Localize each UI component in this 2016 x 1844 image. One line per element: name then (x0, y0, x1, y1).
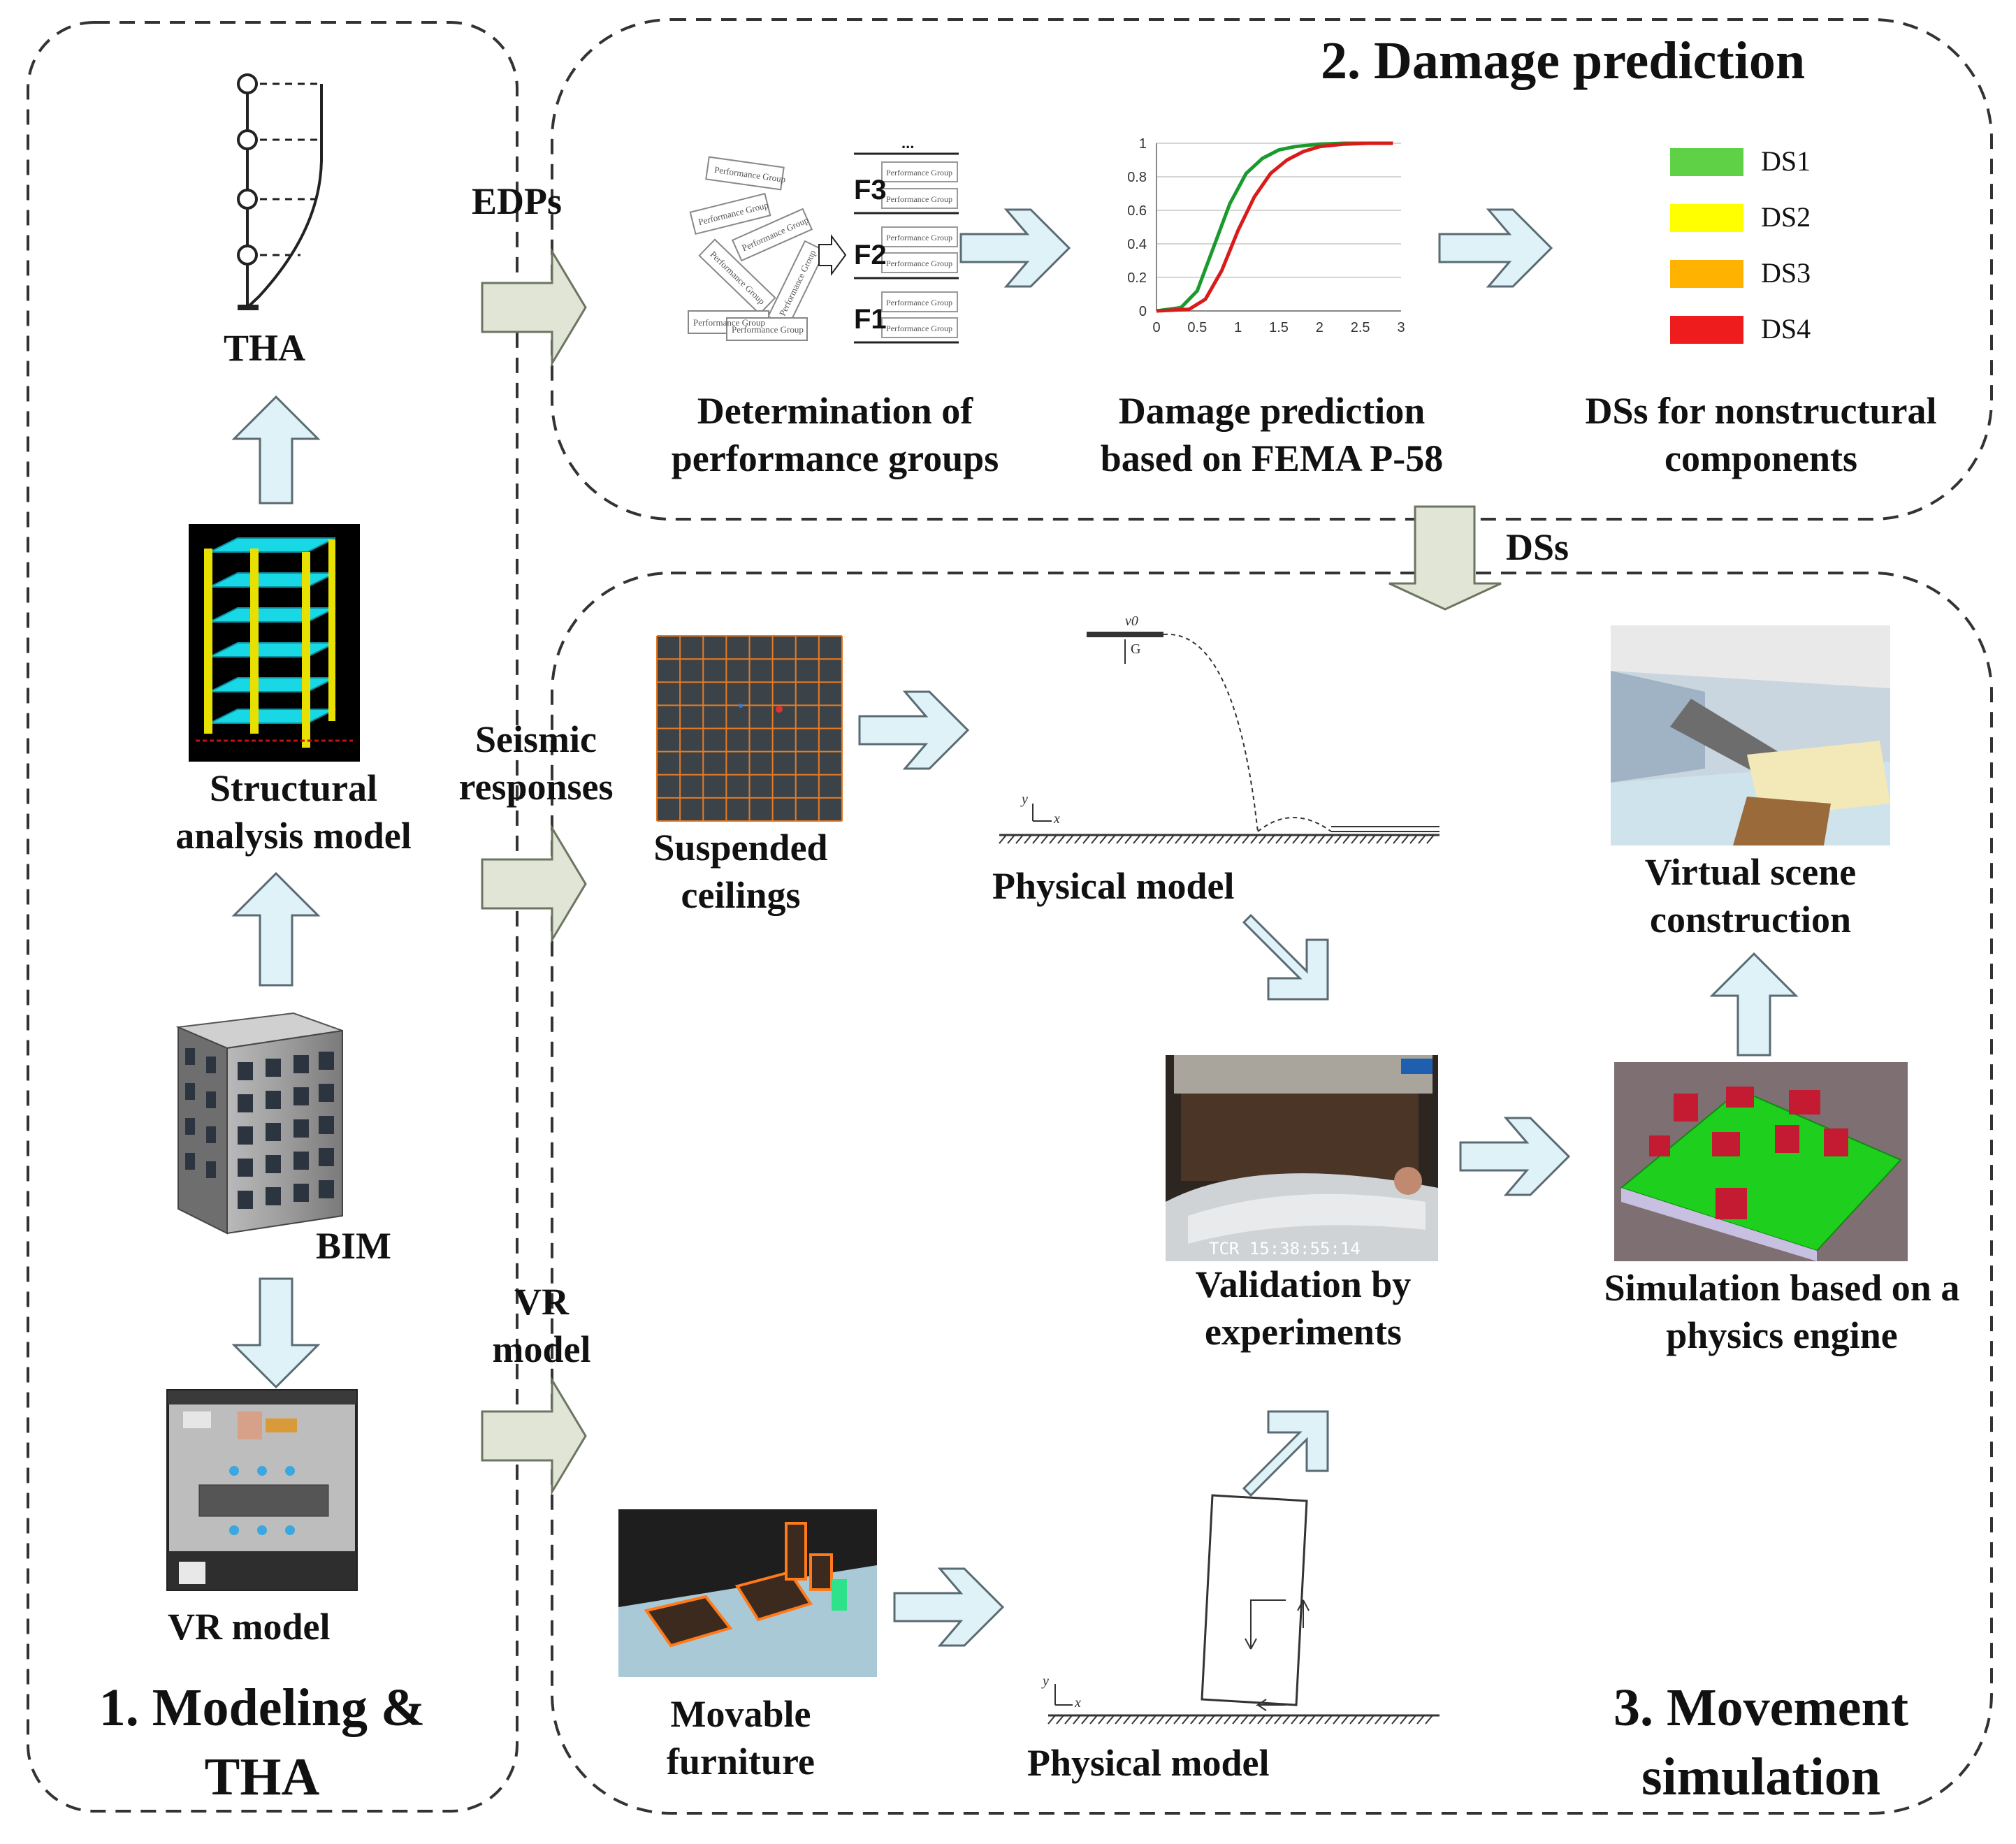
arrow-edps (481, 247, 587, 368)
label-tha: THA (224, 327, 306, 369)
structural-model-image (189, 524, 360, 762)
perf-card-text: Performance Group (693, 317, 765, 328)
floor-group-boxes (881, 161, 958, 338)
floor-card-text: Performance Group (886, 259, 952, 268)
ds-legend-label: DS3 (1761, 257, 1811, 289)
floor-label-f1: F1 (854, 304, 887, 335)
arrow-diag-down-to-validation (1242, 913, 1329, 1001)
physical-model-bottom (1047, 1494, 1440, 1725)
chart-x-tick: 0.5 (1187, 320, 1207, 335)
chart-x-tick: 2 (1316, 320, 1324, 335)
chart-y-tick: 0.4 (1127, 237, 1147, 252)
label-edps: EDPs (472, 180, 563, 222)
chart-y-tick: 0 (1139, 304, 1147, 319)
arrow-right-to-physical-bottom (893, 1567, 1005, 1647)
chart-y-tick: 0.2 (1127, 270, 1147, 286)
arrow-vr (481, 1376, 587, 1496)
section-modeling-border (27, 21, 518, 1813)
arrow-seismic (481, 824, 587, 944)
v0-label: v0 (1125, 614, 1138, 629)
floor-ellipsis: ... (901, 134, 914, 152)
label-movable-furniture: Movable furniture (667, 1693, 815, 1783)
vr-model-image (166, 1389, 358, 1591)
label-vr-model: VR model (168, 1606, 331, 1648)
axis-y-label-bottom: y (1041, 1674, 1049, 1689)
chart-series-line-2 (1156, 141, 1393, 313)
arrow-right-to-physics-engine (1459, 1117, 1571, 1196)
ds-swatch-ds3 (1670, 260, 1743, 288)
ds-legend-label: DS1 (1761, 145, 1811, 177)
arrow-up-to-tha (231, 395, 321, 504)
tha-diagram (237, 73, 323, 310)
floor-stacks (854, 152, 959, 344)
fema-fragility-chart: 0 0.2 0.4 0.6 0.8 1 0 0.5 1 1.5 2 2.5 3 (1127, 136, 1405, 335)
label-validation: Validation by experiments (1195, 1263, 1412, 1353)
floor-label-f2: F2 (854, 240, 887, 270)
performance-group-cards (688, 156, 827, 341)
chart-y-tick: 0.8 (1127, 170, 1147, 185)
ds-swatch-ds1 (1670, 148, 1743, 176)
validation-experiment-image: TCR 15:38:55:14 (1166, 1055, 1438, 1261)
movable-furniture-image (618, 1509, 877, 1677)
arrow-dss (1388, 505, 1502, 611)
floor-label-f3: F3 (854, 175, 887, 205)
arrow-right-to-chart (959, 208, 1071, 288)
label-physical-model-bottom: Physical model (1027, 1742, 1270, 1784)
chart-y-tick: 1 (1139, 136, 1147, 152)
small-hollow-arrow (818, 233, 847, 277)
label-ds-nonstructural: DSs for nonstructural components (1585, 390, 1937, 479)
ds-swatch-ds4 (1670, 316, 1743, 344)
label-performance-groups: Determination of performance groups (671, 390, 999, 479)
physical-model-top (999, 632, 1440, 844)
section-title-damage: 2. Damage prediction (1321, 31, 1806, 90)
chart-x-tick: 1.5 (1269, 320, 1289, 335)
label-dss: DSs (1506, 526, 1569, 568)
arrow-down-to-vr (231, 1277, 321, 1389)
axis-x-label-top: x (1053, 811, 1060, 827)
floor-card-text: Performance Group (886, 324, 952, 333)
section-title-movement: 3. Movement simulation (1613, 1678, 1909, 1806)
perf-card-text: Performance Group (708, 249, 767, 306)
label-virtual-scene: Virtual scene construction (1644, 851, 1857, 941)
chart-y-tick: 0.6 (1127, 203, 1147, 219)
arrow-right-to-ds (1438, 208, 1553, 288)
suspended-ceiling-image (656, 635, 843, 822)
label-structural-model: Structural analysis model (175, 767, 412, 857)
floor-card-text: Performance Group (886, 168, 952, 177)
section-title-modeling: 1. Modeling & THA (99, 1678, 426, 1806)
axis-y-label-top: y (1020, 792, 1028, 807)
ds-swatch-ds2 (1670, 204, 1743, 232)
timestamp-overlay: TCR 15:38:55:14 (1209, 1239, 1361, 1258)
label-bim: BIM (316, 1225, 391, 1267)
label-vr-model-flow: VR model (492, 1281, 591, 1370)
label-simulation: Simulation based on a physics engine (1604, 1267, 1960, 1356)
floor-card-text: Performance Group (886, 194, 952, 204)
floor-card-text: Performance Group (886, 233, 952, 242)
label-fema: Damage prediction based on FEMA P-58 (1100, 390, 1444, 479)
arrow-right-to-physical-top (858, 690, 970, 770)
label-physical-model-top: Physical model (992, 865, 1235, 907)
section-movement-border (551, 572, 1993, 1815)
label-seismic-responses: Seismic responses (458, 718, 614, 808)
chart-x-tick: 3 (1397, 320, 1405, 335)
physics-simulation-image (1614, 1062, 1908, 1261)
bim-building-image (175, 1012, 343, 1235)
ds-legend-label: DS2 (1761, 201, 1811, 233)
g-label: G (1131, 641, 1140, 657)
floor-card-text: Performance Group (886, 298, 952, 307)
virtual-scene-image (1611, 625, 1890, 845)
chart-x-tick: 0 (1152, 320, 1160, 335)
chart-x-tick: 2.5 (1351, 320, 1370, 335)
arrow-up-to-structural (231, 871, 321, 987)
label-suspended-ceilings: Suspended ceilings (653, 827, 828, 916)
ds-legend-label: DS4 (1761, 313, 1811, 344)
perf-card-text: Performance Group (732, 324, 804, 335)
chart-x-tick: 1 (1234, 320, 1242, 335)
axis-x-label-bottom: x (1074, 1695, 1081, 1711)
arrow-up-to-virtual-scene (1709, 952, 1799, 1057)
arrow-diag-up-from-physical (1242, 1410, 1329, 1497)
